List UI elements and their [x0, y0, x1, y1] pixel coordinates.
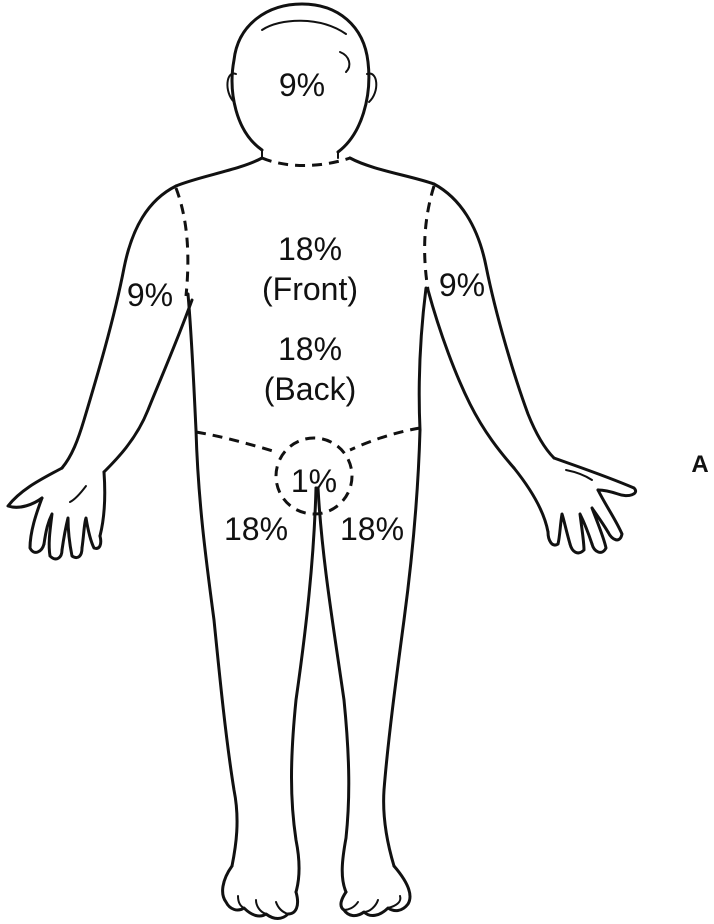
- left-arm-percentage: 9%: [439, 267, 485, 303]
- right-leg-percentage: 18%: [224, 511, 288, 547]
- trunk-front-percentage: 18%: [278, 231, 342, 267]
- right-groin-boundary: [196, 432, 276, 452]
- right-arm-percentage: 9%: [127, 277, 173, 313]
- head-percentage: 9%: [279, 67, 325, 103]
- trunk-back-label: (Back): [264, 371, 356, 407]
- left-leg-percentage: 18%: [340, 511, 404, 547]
- left-groin-boundary: [350, 428, 420, 450]
- trunk-front-label: (Front): [262, 271, 358, 307]
- right-shoulder-boundary: [176, 188, 188, 296]
- panel-letter: A: [691, 451, 708, 478]
- left-shoulder-boundary: [425, 186, 434, 290]
- genitals-percentage: 1%: [291, 463, 337, 499]
- neck-boundary-line: [262, 158, 350, 166]
- trunk-back-percentage: 18%: [278, 331, 342, 367]
